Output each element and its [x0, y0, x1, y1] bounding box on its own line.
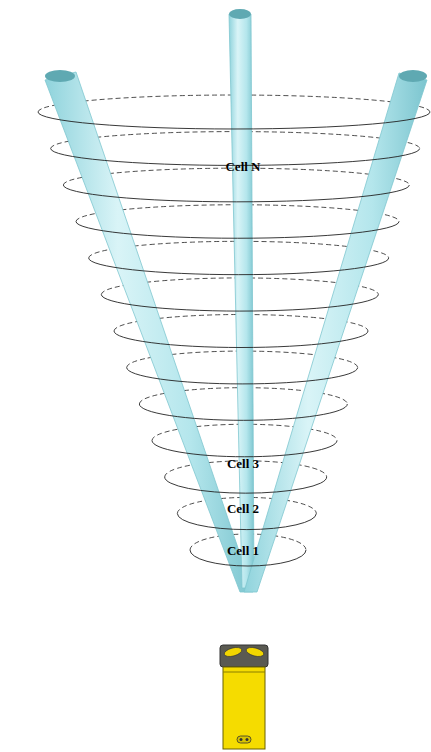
body-band: [223, 672, 265, 673]
cell-ring: [139, 404, 347, 420]
beam-top: [45, 70, 75, 82]
instrument-body: [223, 667, 265, 749]
cell-ring: [63, 185, 409, 202]
transducer: [223, 646, 242, 658]
beam-top: [229, 9, 251, 19]
cell-ring: [177, 514, 316, 530]
cell-ring: [114, 331, 368, 348]
right-beam: [244, 73, 427, 592]
cell-ring: [127, 368, 358, 384]
cell-label: Cell 3: [227, 457, 259, 470]
cell-ring: [89, 258, 389, 275]
connector-slot: [237, 736, 251, 743]
cell-ring: [152, 441, 337, 457]
cell-ring: [76, 222, 399, 239]
cell-label: Cell N: [225, 160, 260, 173]
left-beam: [45, 72, 253, 592]
transducer-head: [220, 645, 268, 667]
adcp-instrument: [220, 645, 268, 749]
slot-pin: [240, 738, 243, 741]
slot-pin: [246, 738, 249, 741]
beam-top: [399, 70, 427, 82]
cell-rings-front: [38, 112, 430, 566]
cell-ring: [165, 477, 327, 493]
transducer: [245, 646, 264, 658]
cell-ring: [101, 295, 378, 312]
cell-label: Cell 2: [227, 502, 259, 515]
acoustic-beams: [45, 9, 427, 592]
cell-ring: [38, 112, 430, 129]
cell-label: Cell 1: [227, 544, 259, 557]
